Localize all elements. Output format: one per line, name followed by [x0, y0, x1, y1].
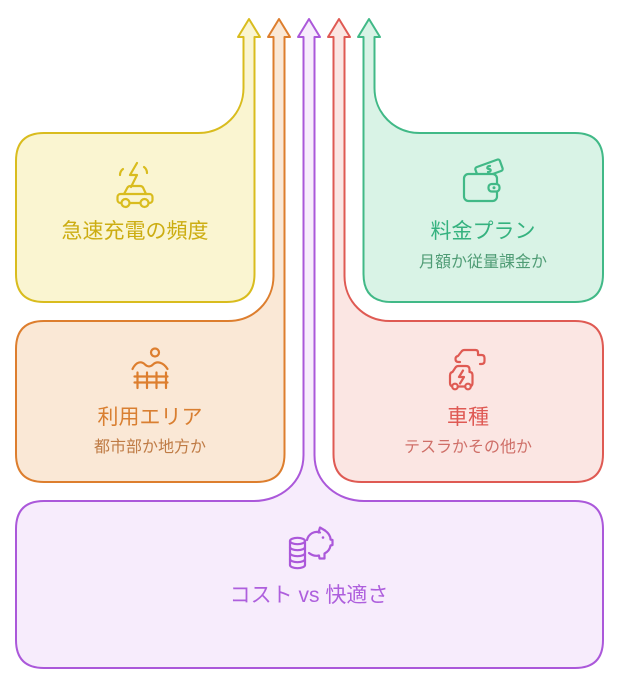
card-title: コスト vs 快適さ [230, 584, 389, 607]
card-shape-with-up-arrow [357, 18, 604, 303]
card-shape-with-up-arrow [327, 18, 604, 483]
flow-card-car-model: 車種 テスラかその他か [327, 18, 604, 483]
flow-card-usage-area: 利用エリア 都市部か地方か [15, 18, 291, 483]
card-title: 急速充電の頻度 [62, 220, 209, 243]
card-subtitle: 都市部か地方か [94, 438, 206, 456]
fence-hills-icon [131, 347, 169, 390]
flow-card-cost-vs-comfort: コスト vs 快適さ [15, 18, 604, 669]
ev-charging-car-icon [116, 161, 154, 209]
card-title: 車種 [447, 406, 489, 429]
flow-card-fast-charge-frequency: 急速充電の頻度 [15, 18, 261, 303]
card-title: 利用エリア [98, 406, 203, 429]
electric-cars-icon [448, 348, 486, 391]
card-title: 料金プラン [431, 220, 536, 243]
card-shape-with-up-arrow [15, 18, 291, 483]
piggy-bank-coins-icon [288, 526, 334, 570]
card-shape-with-up-arrow [15, 18, 261, 303]
card-subtitle: 月額か従量課金か [419, 253, 547, 271]
flow-card-price-plan: 料金プラン 月額か従量課金か [357, 18, 604, 303]
wallet-banknote-icon [462, 158, 504, 203]
card-shape-with-up-arrow [15, 18, 604, 669]
card-subtitle: テスラかその他か [404, 438, 532, 456]
